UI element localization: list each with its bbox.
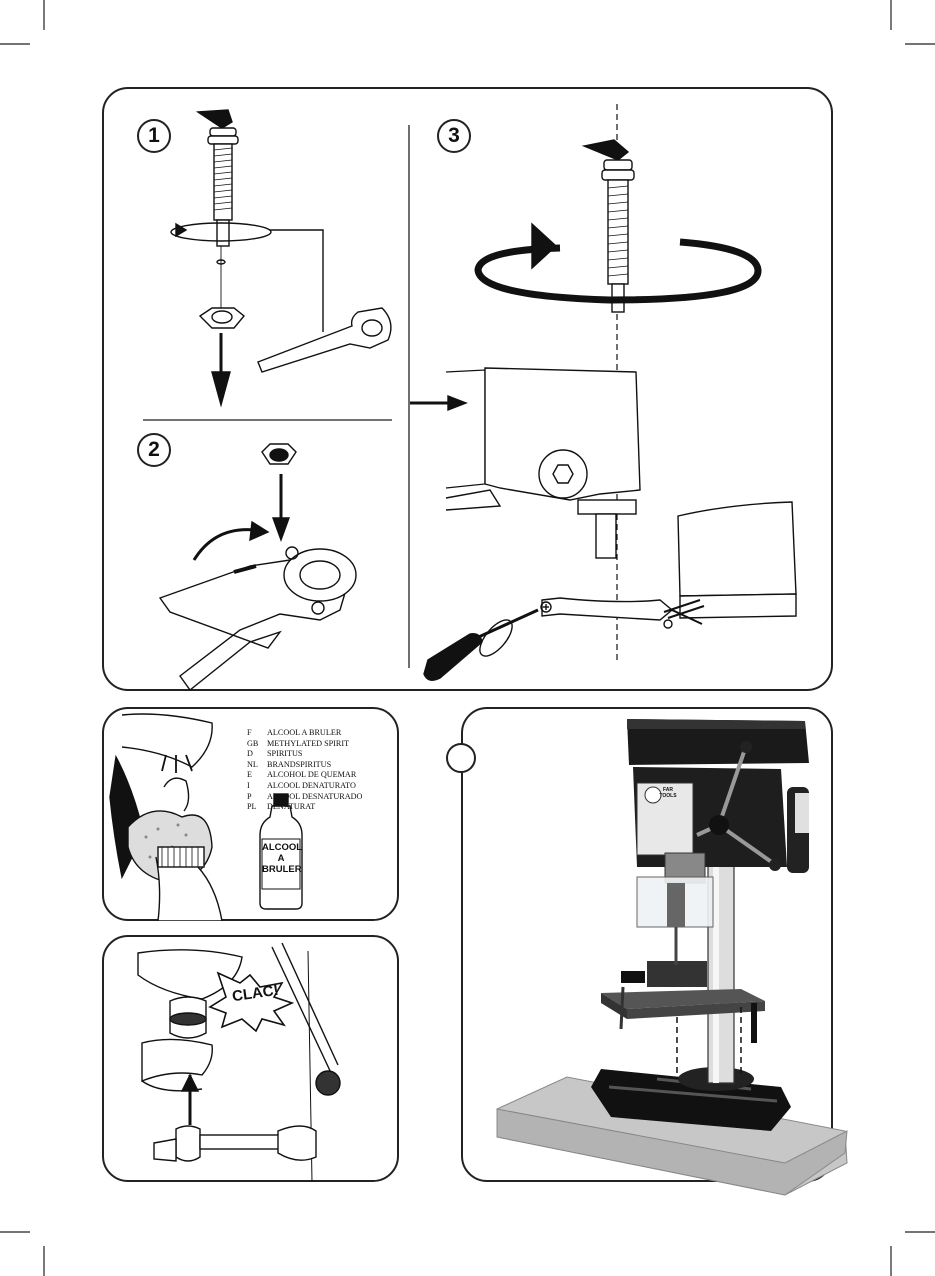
- step2-illustration: [160, 444, 356, 690]
- step1-arbor-illustration: [171, 110, 391, 405]
- bottle-label: ALCOOL A BRULER: [262, 842, 300, 875]
- drill-press-illustration: [461, 707, 861, 1197]
- assembly-illustration: [0, 0, 935, 700]
- drill-brand-label: FAR TOOLS: [658, 787, 678, 799]
- chuck-mounting-illustration: [102, 935, 399, 1182]
- step3-illustration: [410, 104, 796, 680]
